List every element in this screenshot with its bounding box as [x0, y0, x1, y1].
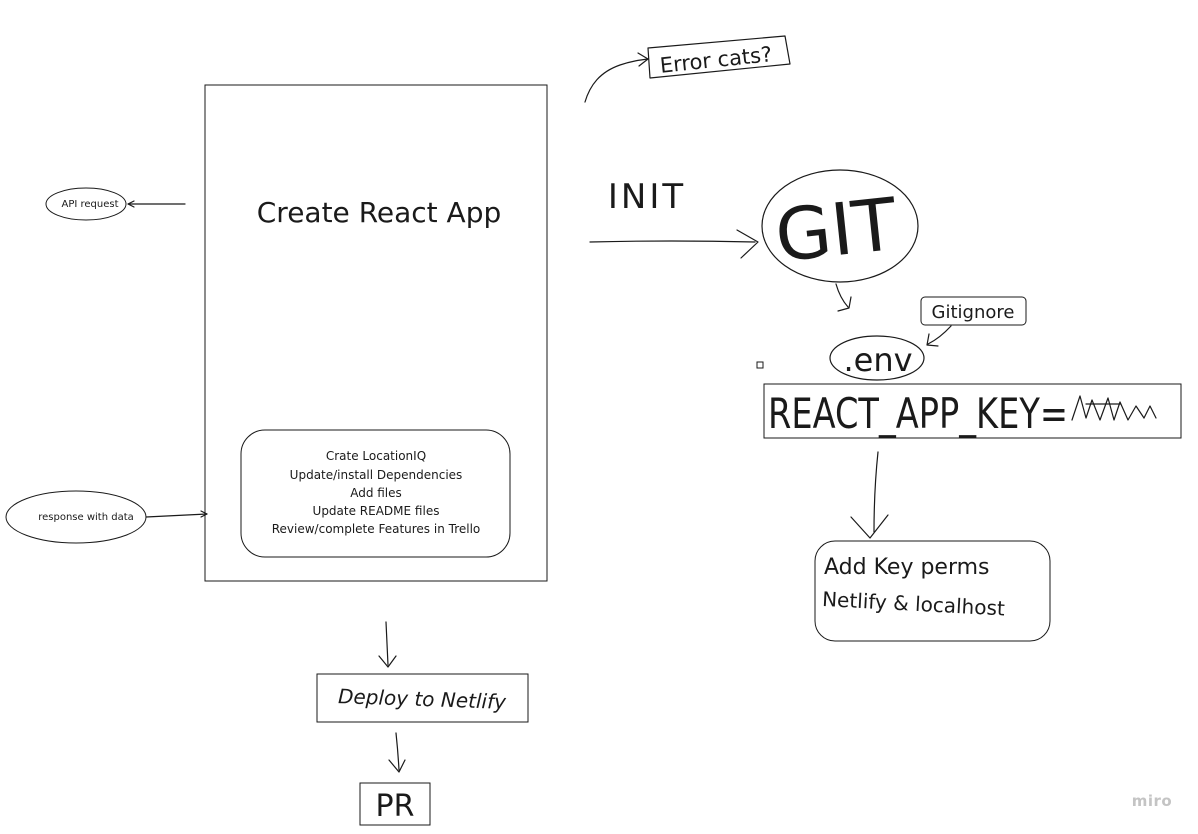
deploy-arrow	[378, 621, 397, 668]
git-node[interactable]: GIT	[761, 169, 919, 283]
api-request-arrow	[127, 200, 186, 208]
selection-handle[interactable]	[756, 361, 764, 369]
deploy-box[interactable]: Deploy to Netlify	[316, 673, 529, 723]
task-item: Crate LocationIQ	[326, 449, 426, 463]
pr-box[interactable]: PR	[359, 782, 431, 826]
init-arrow	[589, 229, 759, 259]
task-item: Update/install Dependencies	[290, 468, 463, 482]
error-cats-arrow	[584, 52, 649, 103]
pr-label: PR	[376, 789, 415, 824]
redacted-key-scribble	[1071, 395, 1157, 421]
task-list-card[interactable]: Crate LocationIQ Update/install Dependen…	[240, 429, 511, 558]
task-item: Update README files	[313, 504, 440, 518]
gitignore-note[interactable]: Gitignore	[920, 296, 1027, 326]
env-node[interactable]: .env	[829, 335, 925, 381]
error-cats-note[interactable]: Error cats?	[647, 35, 791, 79]
response-label: response with data	[38, 512, 134, 523]
key-perms-card[interactable]: Add Key perms Netlify & localhost	[814, 540, 1051, 642]
init-label: INIT	[608, 177, 686, 217]
api-request-label: API request	[61, 199, 118, 210]
api-request-node[interactable]: API request	[45, 187, 127, 221]
gitignore-arrow	[926, 325, 952, 347]
key-perms-arrow	[850, 451, 889, 539]
gitignore-label: Gitignore	[932, 302, 1015, 323]
response-node[interactable]: response with data	[5, 490, 147, 544]
response-arrow	[145, 510, 208, 518]
env-key-box[interactable]: REACT_APP_KEY=	[763, 383, 1182, 439]
env-label: .env	[843, 341, 912, 379]
frame-title: Create React App	[257, 196, 502, 229]
error-cats-label: Error cats?	[659, 42, 774, 78]
pr-arrow	[388, 732, 406, 773]
git-to-env-arrow	[835, 283, 852, 312]
task-item: Review/complete Features in Trello	[272, 522, 481, 536]
deploy-label: Deploy to Netlify	[338, 684, 508, 714]
git-label: GIT	[771, 182, 901, 278]
env-key-label: REACT_APP_KEY=	[768, 389, 1068, 438]
key-perms-line1: Add Key perms	[824, 555, 990, 580]
miro-watermark: miro	[1132, 792, 1172, 810]
task-item: Add files	[350, 486, 402, 500]
